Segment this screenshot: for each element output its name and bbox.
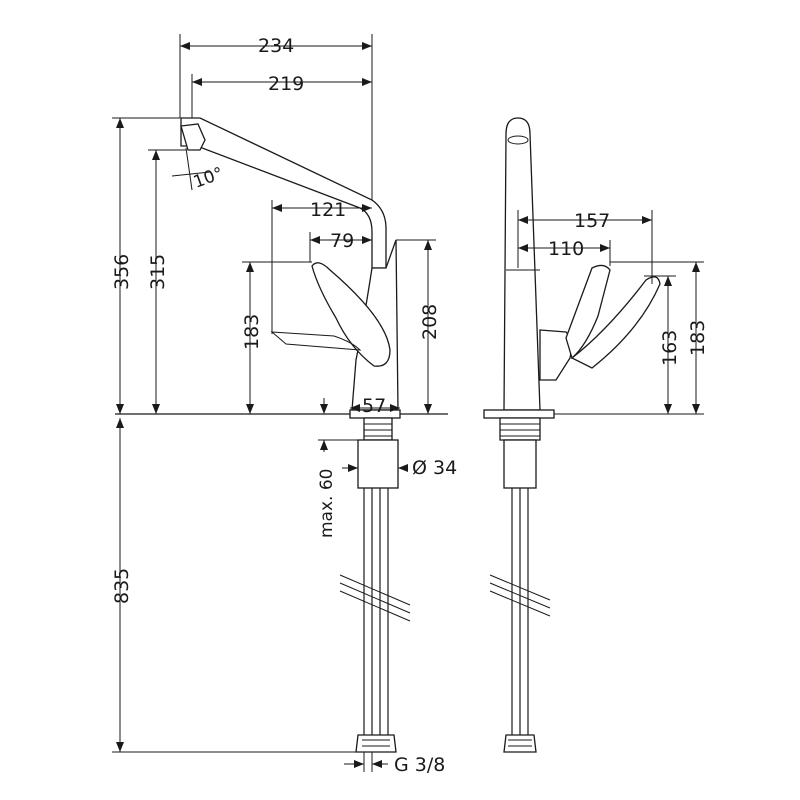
label-110: 110 <box>548 238 584 260</box>
front-view <box>115 117 448 753</box>
front-lever-back <box>270 331 362 351</box>
label-183-front: 183 <box>241 314 263 350</box>
label-234: 234 <box>258 35 294 57</box>
label-835: 835 <box>111 568 133 604</box>
label-121: 121 <box>310 199 346 221</box>
label-57: 57 <box>362 395 386 417</box>
side-lever-tail <box>570 276 661 369</box>
label-183-side: 183 <box>687 320 709 356</box>
front-lever <box>311 262 391 367</box>
side-lever <box>565 264 611 360</box>
front-aerator <box>180 123 206 151</box>
label-dia-34: Ø 34 <box>412 457 457 479</box>
label-10-degrees: 10° <box>191 164 226 193</box>
label-157: 157 <box>574 210 610 232</box>
dimension-labels: 234 219 10° 121 79 356 315 183 208 57 ma… <box>111 35 709 776</box>
label-208: 208 <box>419 304 441 340</box>
dimension-lines <box>112 34 704 772</box>
label-356: 356 <box>111 254 133 290</box>
side-spout <box>503 117 541 411</box>
label-315: 315 <box>147 254 169 290</box>
label-163: 163 <box>659 330 681 366</box>
label-219: 219 <box>268 73 304 95</box>
label-g-3-8: G 3/8 <box>394 754 445 776</box>
front-spout <box>180 117 387 269</box>
side-view <box>483 117 661 753</box>
label-79: 79 <box>330 230 354 252</box>
label-max-60: max. 60 <box>317 469 337 538</box>
